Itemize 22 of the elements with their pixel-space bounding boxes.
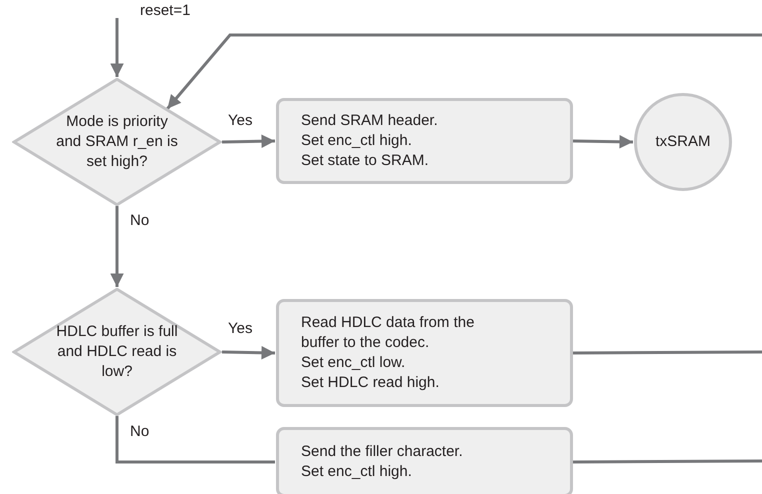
connector-arrow [110, 206, 124, 287]
connector-arrow [222, 346, 276, 360]
node-text: Mode is priority and SRAM r_en is set high? [55, 112, 179, 172]
connector-arrow [110, 18, 124, 77]
node-text: Read HDLC data from the buffer to the codec. [301, 313, 476, 353]
connector-arrow [166, 34, 762, 110]
node-text: Send the filler character. [301, 442, 463, 462]
connector-arrow [222, 134, 276, 148]
connector-arrow [572, 135, 634, 149]
node-text: Set HDLC read high. [301, 373, 440, 393]
decision-diamond [12, 288, 222, 416]
process-box [276, 98, 573, 184]
node-text: Set state to SRAM. [301, 151, 429, 171]
node-text: Set enc_ctl high. [301, 462, 412, 482]
decision-diamond [12, 78, 222, 206]
node-text: Send SRAM header. [301, 111, 438, 131]
process-box [276, 427, 573, 494]
node-text: Set enc_ctl low. [301, 353, 406, 373]
node-text: HDLC buffer is full and HDLC read is low? [55, 322, 179, 382]
process-box [276, 299, 573, 407]
node-text: txSRAM [655, 132, 710, 152]
node-text: Set enc_ctl high. [301, 131, 412, 151]
